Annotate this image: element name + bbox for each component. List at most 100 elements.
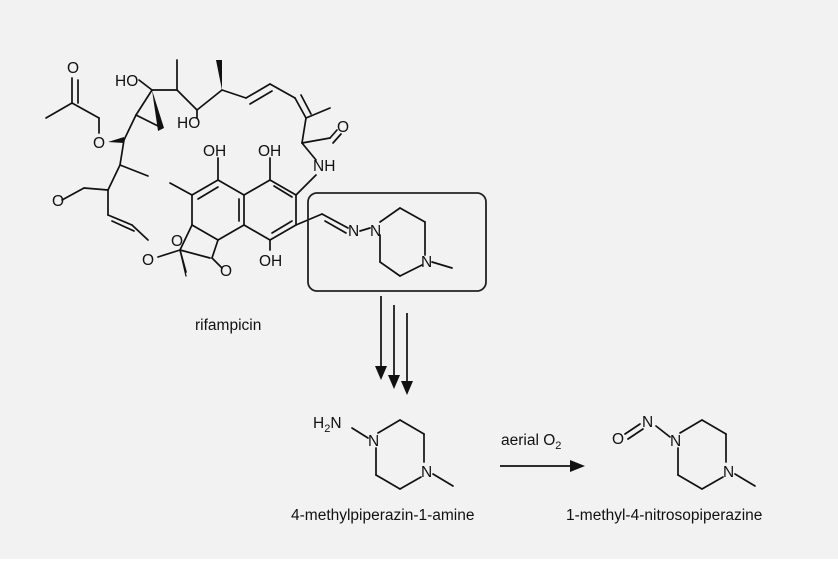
- bond: [351, 427, 369, 439]
- bond: [305, 107, 331, 119]
- atom-label: O: [67, 60, 79, 77]
- bond: [179, 224, 193, 251]
- bond: [131, 224, 149, 241]
- bond: [217, 179, 245, 196]
- bond: [679, 419, 703, 434]
- bond: [379, 207, 401, 223]
- bond: [269, 83, 296, 99]
- atom-label: O: [337, 119, 349, 136]
- atom-label: NH: [313, 158, 335, 175]
- atom-label: O: [142, 252, 154, 269]
- bond: [321, 213, 349, 229]
- bond: [176, 89, 198, 111]
- bond: [677, 474, 703, 490]
- bond: [211, 257, 223, 269]
- bond: [83, 187, 109, 191]
- bond: [399, 207, 426, 223]
- bond: [179, 249, 211, 259]
- bond: [734, 473, 756, 487]
- bond: [197, 186, 219, 200]
- bond: [399, 476, 422, 490]
- arrow-head: [401, 381, 413, 395]
- bond: [701, 419, 727, 435]
- bond: [196, 89, 223, 111]
- atom-label: N: [670, 433, 681, 450]
- bond: [359, 227, 371, 232]
- bond: [243, 179, 271, 196]
- bond: [61, 187, 85, 201]
- atom-label: HO: [115, 73, 138, 90]
- bond: [243, 224, 271, 241]
- bond: [107, 164, 121, 191]
- atom-label: N: [421, 254, 432, 271]
- atom-label: N: [368, 433, 379, 450]
- bond: [217, 224, 245, 241]
- bond: [249, 90, 273, 105]
- bond: [295, 213, 323, 226]
- amine-structure: H2N N N 4-methylpiperazin-1-amine: [291, 415, 475, 524]
- bond: [295, 174, 317, 196]
- bond: [379, 261, 401, 277]
- arrow-head: [375, 366, 387, 380]
- bond: [301, 117, 307, 144]
- arrow-head: [388, 375, 400, 389]
- bond: [191, 224, 219, 241]
- bond: [271, 220, 293, 234]
- bond: [211, 239, 219, 259]
- bond: [300, 94, 312, 115]
- bond: [191, 179, 219, 196]
- atom-label: OH: [259, 253, 282, 270]
- bond: [119, 164, 149, 177]
- bond: [701, 476, 724, 490]
- bond: [329, 129, 338, 139]
- bond: [269, 224, 297, 241]
- bond: [45, 102, 73, 119]
- bond: [332, 133, 342, 144]
- caption-rifampicin: rifampicin: [195, 317, 261, 334]
- bond: [431, 261, 453, 269]
- bond: [375, 474, 401, 490]
- wedge-bond: [216, 60, 222, 90]
- bond: [301, 137, 331, 144]
- atom-label: O: [52, 193, 64, 210]
- atom-label: N: [723, 464, 734, 481]
- bond: [221, 89, 247, 99]
- bond: [71, 102, 100, 119]
- bond: [269, 179, 297, 196]
- bond: [324, 220, 347, 234]
- highlight-box: [307, 192, 487, 292]
- atom-label: N: [348, 223, 359, 240]
- atom-label: O: [612, 431, 624, 448]
- bond: [432, 473, 454, 487]
- bond: [377, 419, 401, 434]
- atom-label: OH: [203, 143, 226, 160]
- bond: [107, 214, 133, 226]
- bond: [245, 83, 271, 99]
- bond: [294, 97, 307, 119]
- bond: [169, 182, 193, 196]
- bond: [123, 114, 137, 141]
- bond: [627, 428, 644, 440]
- bond: [157, 249, 181, 258]
- bond: [399, 419, 425, 435]
- bond: [301, 142, 317, 161]
- multistep-arrows: [375, 296, 413, 395]
- bond: [111, 220, 135, 232]
- atom-label: N: [642, 414, 653, 431]
- reaction-arrow: aerial O2: [500, 432, 585, 472]
- atom-label: N: [421, 464, 432, 481]
- bond: [138, 79, 153, 91]
- hash-bond: [179, 249, 187, 277]
- caption-nitroso: 1-methyl-4-nitrosopiperazine: [566, 507, 762, 524]
- atom-label: OH: [258, 143, 281, 160]
- atom-label: O: [220, 263, 232, 280]
- atom-label: N: [370, 223, 381, 240]
- caption-amine: 4-methylpiperazin-1-amine: [291, 507, 475, 524]
- atom-label: O: [93, 135, 105, 152]
- bond: [135, 89, 153, 116]
- bond: [624, 423, 641, 435]
- rifampicin-structure: HO HO O O O O O O OH OH OH O NH N N N ri…: [45, 59, 487, 334]
- wedge-bond: [152, 90, 164, 131]
